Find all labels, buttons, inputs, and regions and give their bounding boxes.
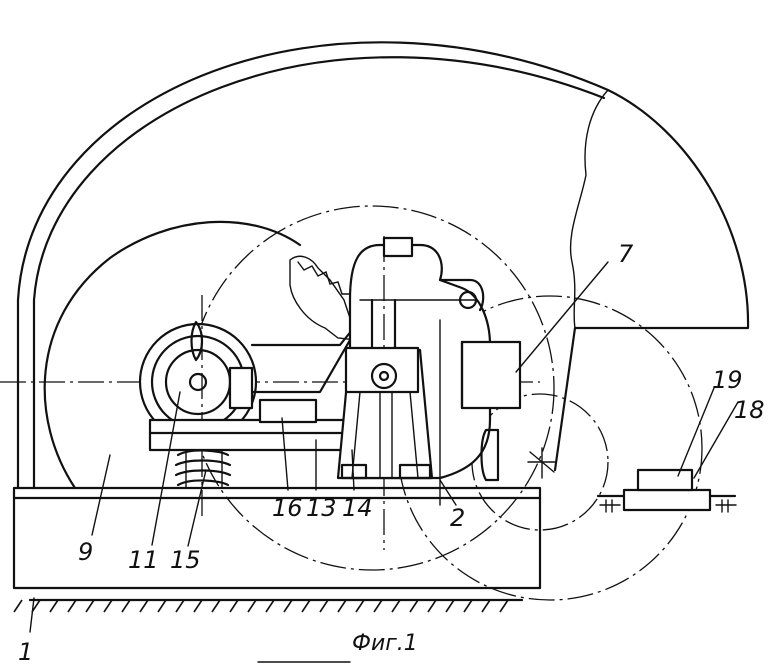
label-16: 16 [272,494,303,522]
label-1: 1 [18,638,33,666]
ground-hatching [13,599,509,613]
label-15: 15 [170,546,201,574]
label-2: 2 [450,504,465,532]
label-18: 18 [734,396,765,424]
outer-guard [16,41,750,490]
label-7: 7 [618,240,634,268]
leader-lines [29,261,739,633]
motor-assembly [138,295,258,520]
workpiece-table [596,468,737,513]
label-11: 11 [128,546,159,574]
support-bracket [336,346,434,480]
label-13: 13 [306,494,337,522]
output-shaft-housing [460,340,522,482]
figure-caption: Фиг.1 [352,631,418,656]
label-9: 9 [78,538,93,566]
wheel-center-marks [527,447,557,479]
label-19: 19 [712,366,743,394]
label-14: 14 [342,494,373,522]
